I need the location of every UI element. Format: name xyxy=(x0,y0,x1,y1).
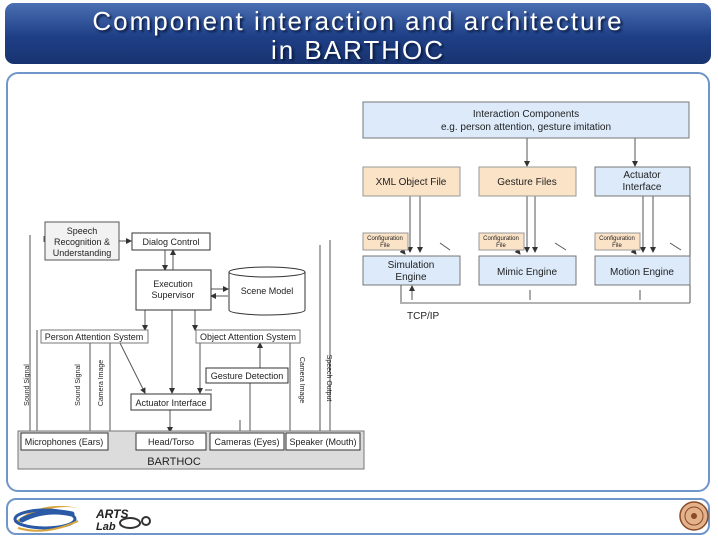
config-file-1-line2: File xyxy=(380,243,390,249)
scene-model-label: Scene Model xyxy=(241,286,294,296)
person-attention-label: Person Attention System xyxy=(45,332,144,342)
speech-recognition-line2: Recognition & xyxy=(54,237,110,247)
content-panel xyxy=(6,72,710,492)
config-file-3-line2: File xyxy=(612,243,622,249)
interaction-components-line2: e.g. person attention, gesture imitation xyxy=(441,122,611,133)
camera-image-label-1: Camera Image xyxy=(98,360,105,406)
barthoc-label: BARTHOC xyxy=(147,456,201,468)
motion-engine-label: Motion Engine xyxy=(610,267,674,278)
gesture-files-label: Gesture Files xyxy=(497,177,556,188)
actuator-interface-right-line2: Interface xyxy=(623,182,662,193)
dialog-control-label: Dialog Control xyxy=(142,237,199,247)
simulation-engine-line1: Simulation xyxy=(388,260,435,271)
speech-recognition-line1: Speech xyxy=(67,226,98,236)
speech-recognition-line3: Understanding xyxy=(53,248,112,258)
execution-supervisor-line2: Supervisor xyxy=(151,290,194,300)
left-diagram xyxy=(17,221,365,470)
sound-signal-label-1: Sound Signal xyxy=(24,364,31,406)
mimic-engine-label: Mimic Engine xyxy=(497,267,557,278)
title-bar: Component interaction and architecture i… xyxy=(5,3,711,65)
sound-signal-label-2: Sound Signal xyxy=(75,364,82,406)
xml-object-file-label: XML Object File xyxy=(376,177,447,188)
config-file-1-line1: Configuration xyxy=(367,236,403,242)
config-file-2-line2: File xyxy=(496,243,506,249)
microphones-label: Microphones (Ears) xyxy=(25,437,104,447)
execution-supervisor-line1: Execution xyxy=(153,279,193,289)
actuator-interface-left-label: Actuator Interface xyxy=(135,398,206,408)
object-attention-label: Object Attention System xyxy=(200,332,296,342)
tcp-ip-label: TCP/IP xyxy=(407,311,440,322)
config-file-3-line1: Configuration xyxy=(599,236,635,242)
config-file-2-line1: Configuration xyxy=(483,236,519,242)
speaker-label: Speaker (Mouth) xyxy=(289,437,356,447)
cameras-label: Cameras (Eyes) xyxy=(214,437,279,447)
camera-image-label-2: Camera Image xyxy=(298,357,305,403)
interaction-components-line1: Interaction Components xyxy=(473,109,579,120)
right-diagram xyxy=(362,101,691,304)
simulation-engine-line2: Engine xyxy=(395,272,427,283)
slide-title: Component interaction and architecture i… xyxy=(92,6,624,65)
gesture-detection-label: Gesture Detection xyxy=(211,371,284,381)
speech-output-label: Speech Output xyxy=(325,355,332,402)
head-torso-label: Head/Torso xyxy=(148,437,194,447)
actuator-interface-right-line1: Actuator xyxy=(623,170,661,181)
footer-panel xyxy=(6,498,710,535)
